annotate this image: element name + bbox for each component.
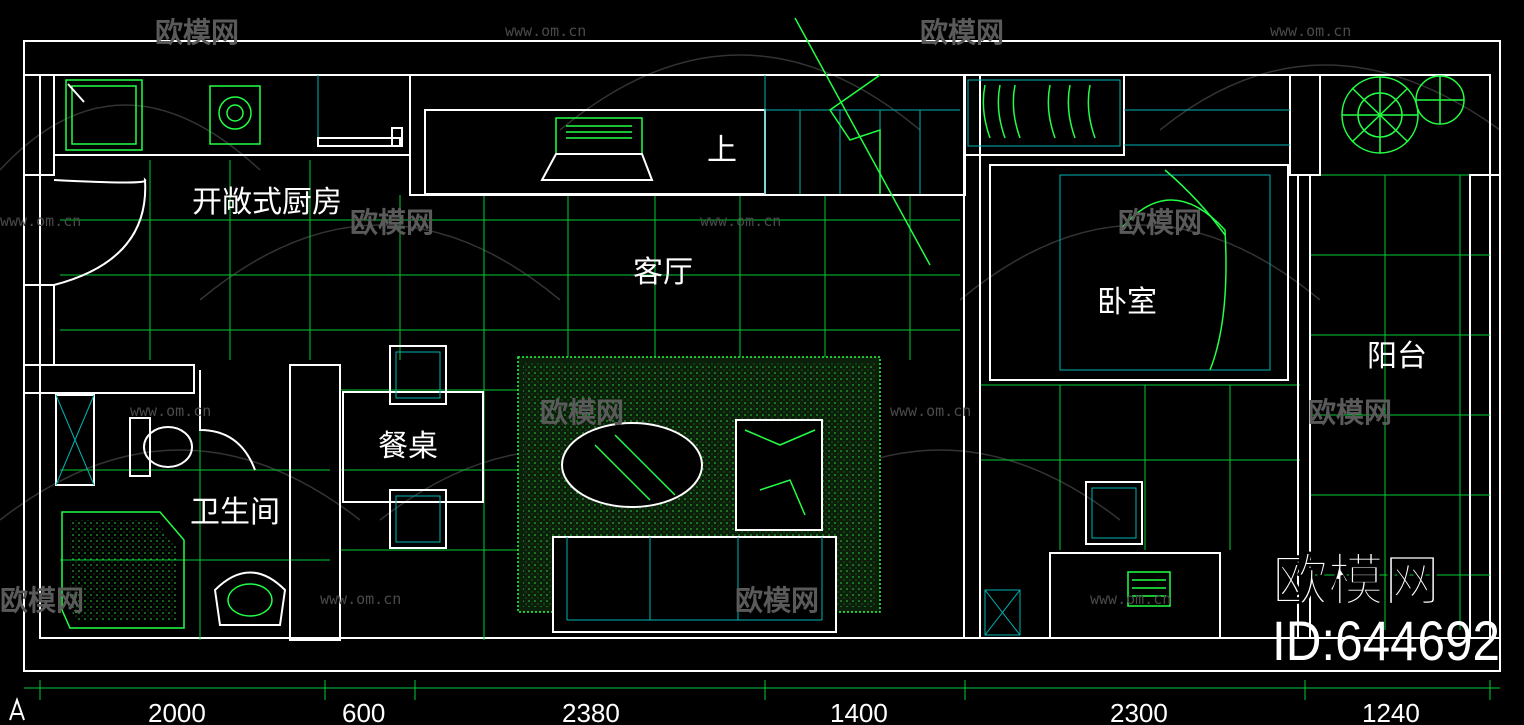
dimension-labels: 2000 600 2380 1400 2300 1240	[148, 698, 1420, 725]
kitchen-label: 开敞式厨房	[192, 185, 342, 220]
watermark-text: 欧模网	[0, 584, 84, 617]
dimension-value: 1400	[830, 698, 888, 725]
bedroom-label: 卧室	[1097, 285, 1157, 320]
dining-label: 餐桌	[378, 429, 438, 464]
plant-icons	[1341, 75, 1465, 154]
watermark-url: www.om.cn	[700, 212, 781, 230]
watermark-url: www.om.cn	[0, 212, 81, 230]
dimension-value: 600	[342, 698, 385, 725]
dimension-line	[24, 680, 1500, 700]
stair-lines	[794, 17, 931, 266]
watermark-id: ID:644692	[1272, 609, 1500, 672]
north-arrow-icon	[9, 696, 25, 721]
living-room-label: 客厅	[633, 255, 693, 290]
watermark-text: 欧模网	[1118, 206, 1202, 239]
dimension-value: 2000	[148, 698, 206, 725]
kitchen-door	[53, 177, 147, 286]
sofa	[552, 536, 837, 633]
watermark-url: www.om.cn	[890, 402, 971, 420]
watermark-logo: 欧模网 ID:644692	[1272, 549, 1501, 673]
balcony-label: 阳台	[1367, 339, 1427, 374]
watermark-url: www.om.cn	[130, 402, 211, 420]
bedroom-desk	[984, 481, 1221, 639]
watermark-layer: 欧模网 欧模网 欧模网 欧模网 欧模网 欧模网 欧模网 欧模网 www.om.c…	[0, 16, 1392, 617]
watermark-text: 欧模网	[920, 16, 1004, 49]
dimension-value: 1240	[1362, 698, 1420, 725]
watermark-text: 欧模网	[1308, 396, 1392, 429]
watermark-text: 欧模网	[155, 16, 239, 49]
watermark-logo-text: 欧模网	[1272, 549, 1440, 614]
room-labels: 开敞式厨房 客厅 上 卧室 阳台 餐桌 卫生间	[190, 133, 1427, 530]
floor-tile-grid	[60, 160, 1490, 640]
bathroom-label: 卫生间	[190, 495, 280, 530]
watermark-url: www.om.cn	[320, 590, 401, 608]
dimension-value: 2300	[1110, 698, 1168, 725]
dining-table	[342, 345, 484, 549]
bed	[989, 164, 1289, 381]
stair-up-label: 上	[707, 133, 737, 168]
watermark-url: www.om.cn	[1270, 22, 1351, 40]
watermark-text: 欧模网	[735, 584, 819, 617]
kitchen-counter	[53, 74, 411, 156]
watermark-text: 欧模网	[540, 396, 624, 429]
dimension-value: 2380	[562, 698, 620, 725]
bathroom-fixtures	[55, 370, 287, 629]
watermark-url: www.om.cn	[1090, 590, 1171, 608]
interior-walls	[23, 74, 1501, 641]
coffee-table	[561, 419, 823, 531]
wardrobe	[963, 74, 1290, 156]
watermark-arcs	[0, 54, 1501, 521]
watermark-text: 欧模网	[350, 206, 434, 239]
watermark-url: www.om.cn	[505, 22, 586, 40]
